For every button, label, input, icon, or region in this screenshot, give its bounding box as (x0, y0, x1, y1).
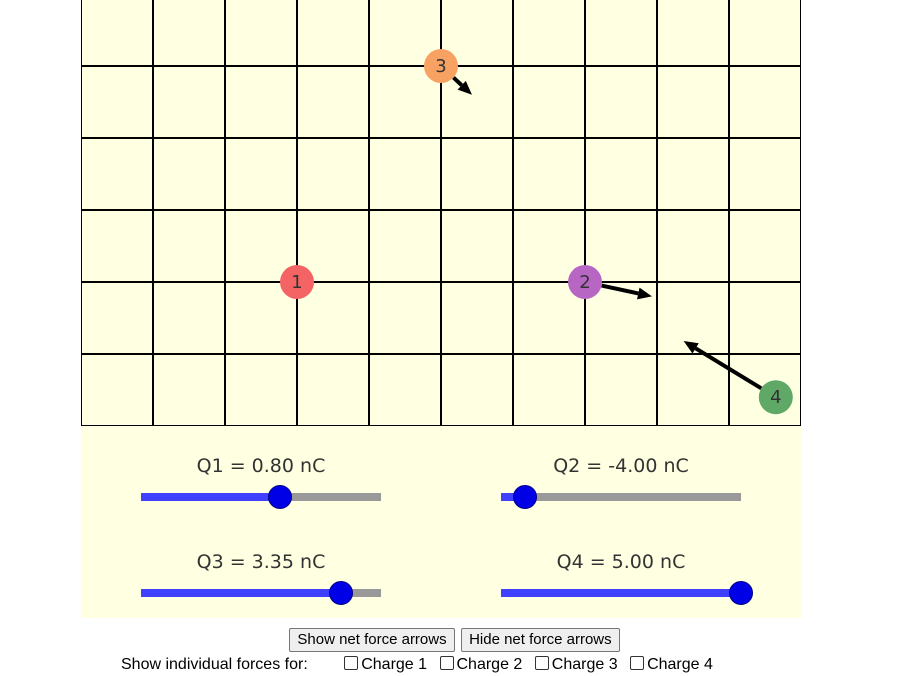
checkbox-label: Charge 4 (647, 656, 713, 673)
charge-4[interactable]: 4 (758, 380, 793, 415)
slider-q1-track[interactable] (141, 493, 381, 501)
slider-q1-label: Q1 = 0.80 nC (196, 455, 326, 477)
slider-q2-label: Q2 = -4.00 nC (553, 455, 689, 477)
slider-q1-fill (141, 493, 281, 501)
hide-net-force-button[interactable]: Hide net force arrows (461, 628, 620, 652)
controls: Show net force arrows Hide net force arr… (0, 626, 909, 676)
charge-3[interactable]: 3 (424, 49, 458, 83)
checkbox-charge-2[interactable]: Charge 2 (436, 656, 523, 674)
force-arrows (452, 76, 763, 391)
slider-q3-fill (141, 589, 342, 597)
slider-q3-track[interactable] (141, 589, 381, 597)
force-arrow-shaft (694, 346, 763, 391)
charge-circle[interactable] (424, 49, 458, 83)
checkbox-charge-3[interactable]: Charge 3 (531, 656, 618, 674)
slider-q1-thumb[interactable] (268, 485, 293, 509)
charge-circle[interactable] (280, 265, 314, 299)
checkbox-box[interactable] (630, 656, 645, 670)
slider-q4-thumb[interactable] (729, 581, 753, 605)
slider-q3-label: Q3 = 3.35 nC (196, 551, 326, 573)
charge-grid: 1 2 3 4 (81, 0, 801, 426)
slider-q3[interactable]: Q3 = 3.35 nC (141, 551, 381, 611)
slider-q1[interactable]: Q1 = 0.80 nC (141, 455, 381, 515)
slider-q4[interactable]: Q4 = 5.00 nC (501, 551, 753, 611)
slider-q4-fill (501, 589, 741, 597)
checkbox-box[interactable] (344, 656, 359, 670)
individual-forces-row: Show individual forces for: Charge 1 Cha… (121, 656, 717, 674)
individual-forces-prompt: Show individual forces for: (121, 656, 308, 673)
slider-q4-label: Q4 = 5.00 nC (556, 551, 686, 573)
force-arrow-head (683, 341, 699, 354)
net-force-buttons: Show net force arrows Hide net force arr… (0, 628, 909, 652)
checkbox-box[interactable] (439, 656, 454, 670)
show-net-force-button[interactable]: Show net force arrows (289, 628, 455, 652)
checkbox-label: Charge 1 (361, 656, 428, 673)
slider-q4-track[interactable] (501, 589, 741, 597)
slider-q2-track[interactable] (501, 493, 741, 501)
checkbox-charge-4[interactable]: Charge 4 (626, 656, 713, 674)
slider-q2[interactable]: Q2 = -4.00 nC (501, 455, 741, 515)
grid-lines (81, 0, 801, 426)
checkbox-box[interactable] (534, 656, 549, 670)
checkbox-label: Charge 2 (456, 656, 523, 673)
force-arrow-head (457, 80, 472, 95)
charge-label: 1 (291, 272, 302, 293)
checkbox-label: Charge 3 (551, 656, 618, 673)
charge-label: 2 (579, 272, 590, 293)
slider-q2-thumb[interactable] (513, 485, 537, 509)
checkbox-charge-1[interactable]: Charge 1 (340, 656, 427, 674)
force-arrow-shaft (452, 76, 464, 87)
charge-1[interactable]: 1 (280, 265, 314, 299)
charge-label: 4 (770, 387, 781, 408)
simulation-panel: 1 2 3 4 Q1 = 0.80 nC Q2 = -4.00 nC Q3 = 3.3… (81, 0, 801, 618)
charge-circle[interactable] (568, 265, 602, 299)
charges: 1 2 3 4 (280, 49, 793, 415)
slider-q3-thumb[interactable] (329, 581, 354, 605)
force-arrow-head (637, 287, 652, 300)
force-arrow-shaft (601, 283, 639, 296)
charge-label: 3 (435, 56, 446, 77)
charge-2[interactable]: 2 (568, 265, 602, 299)
charge-circle[interactable] (758, 380, 793, 415)
